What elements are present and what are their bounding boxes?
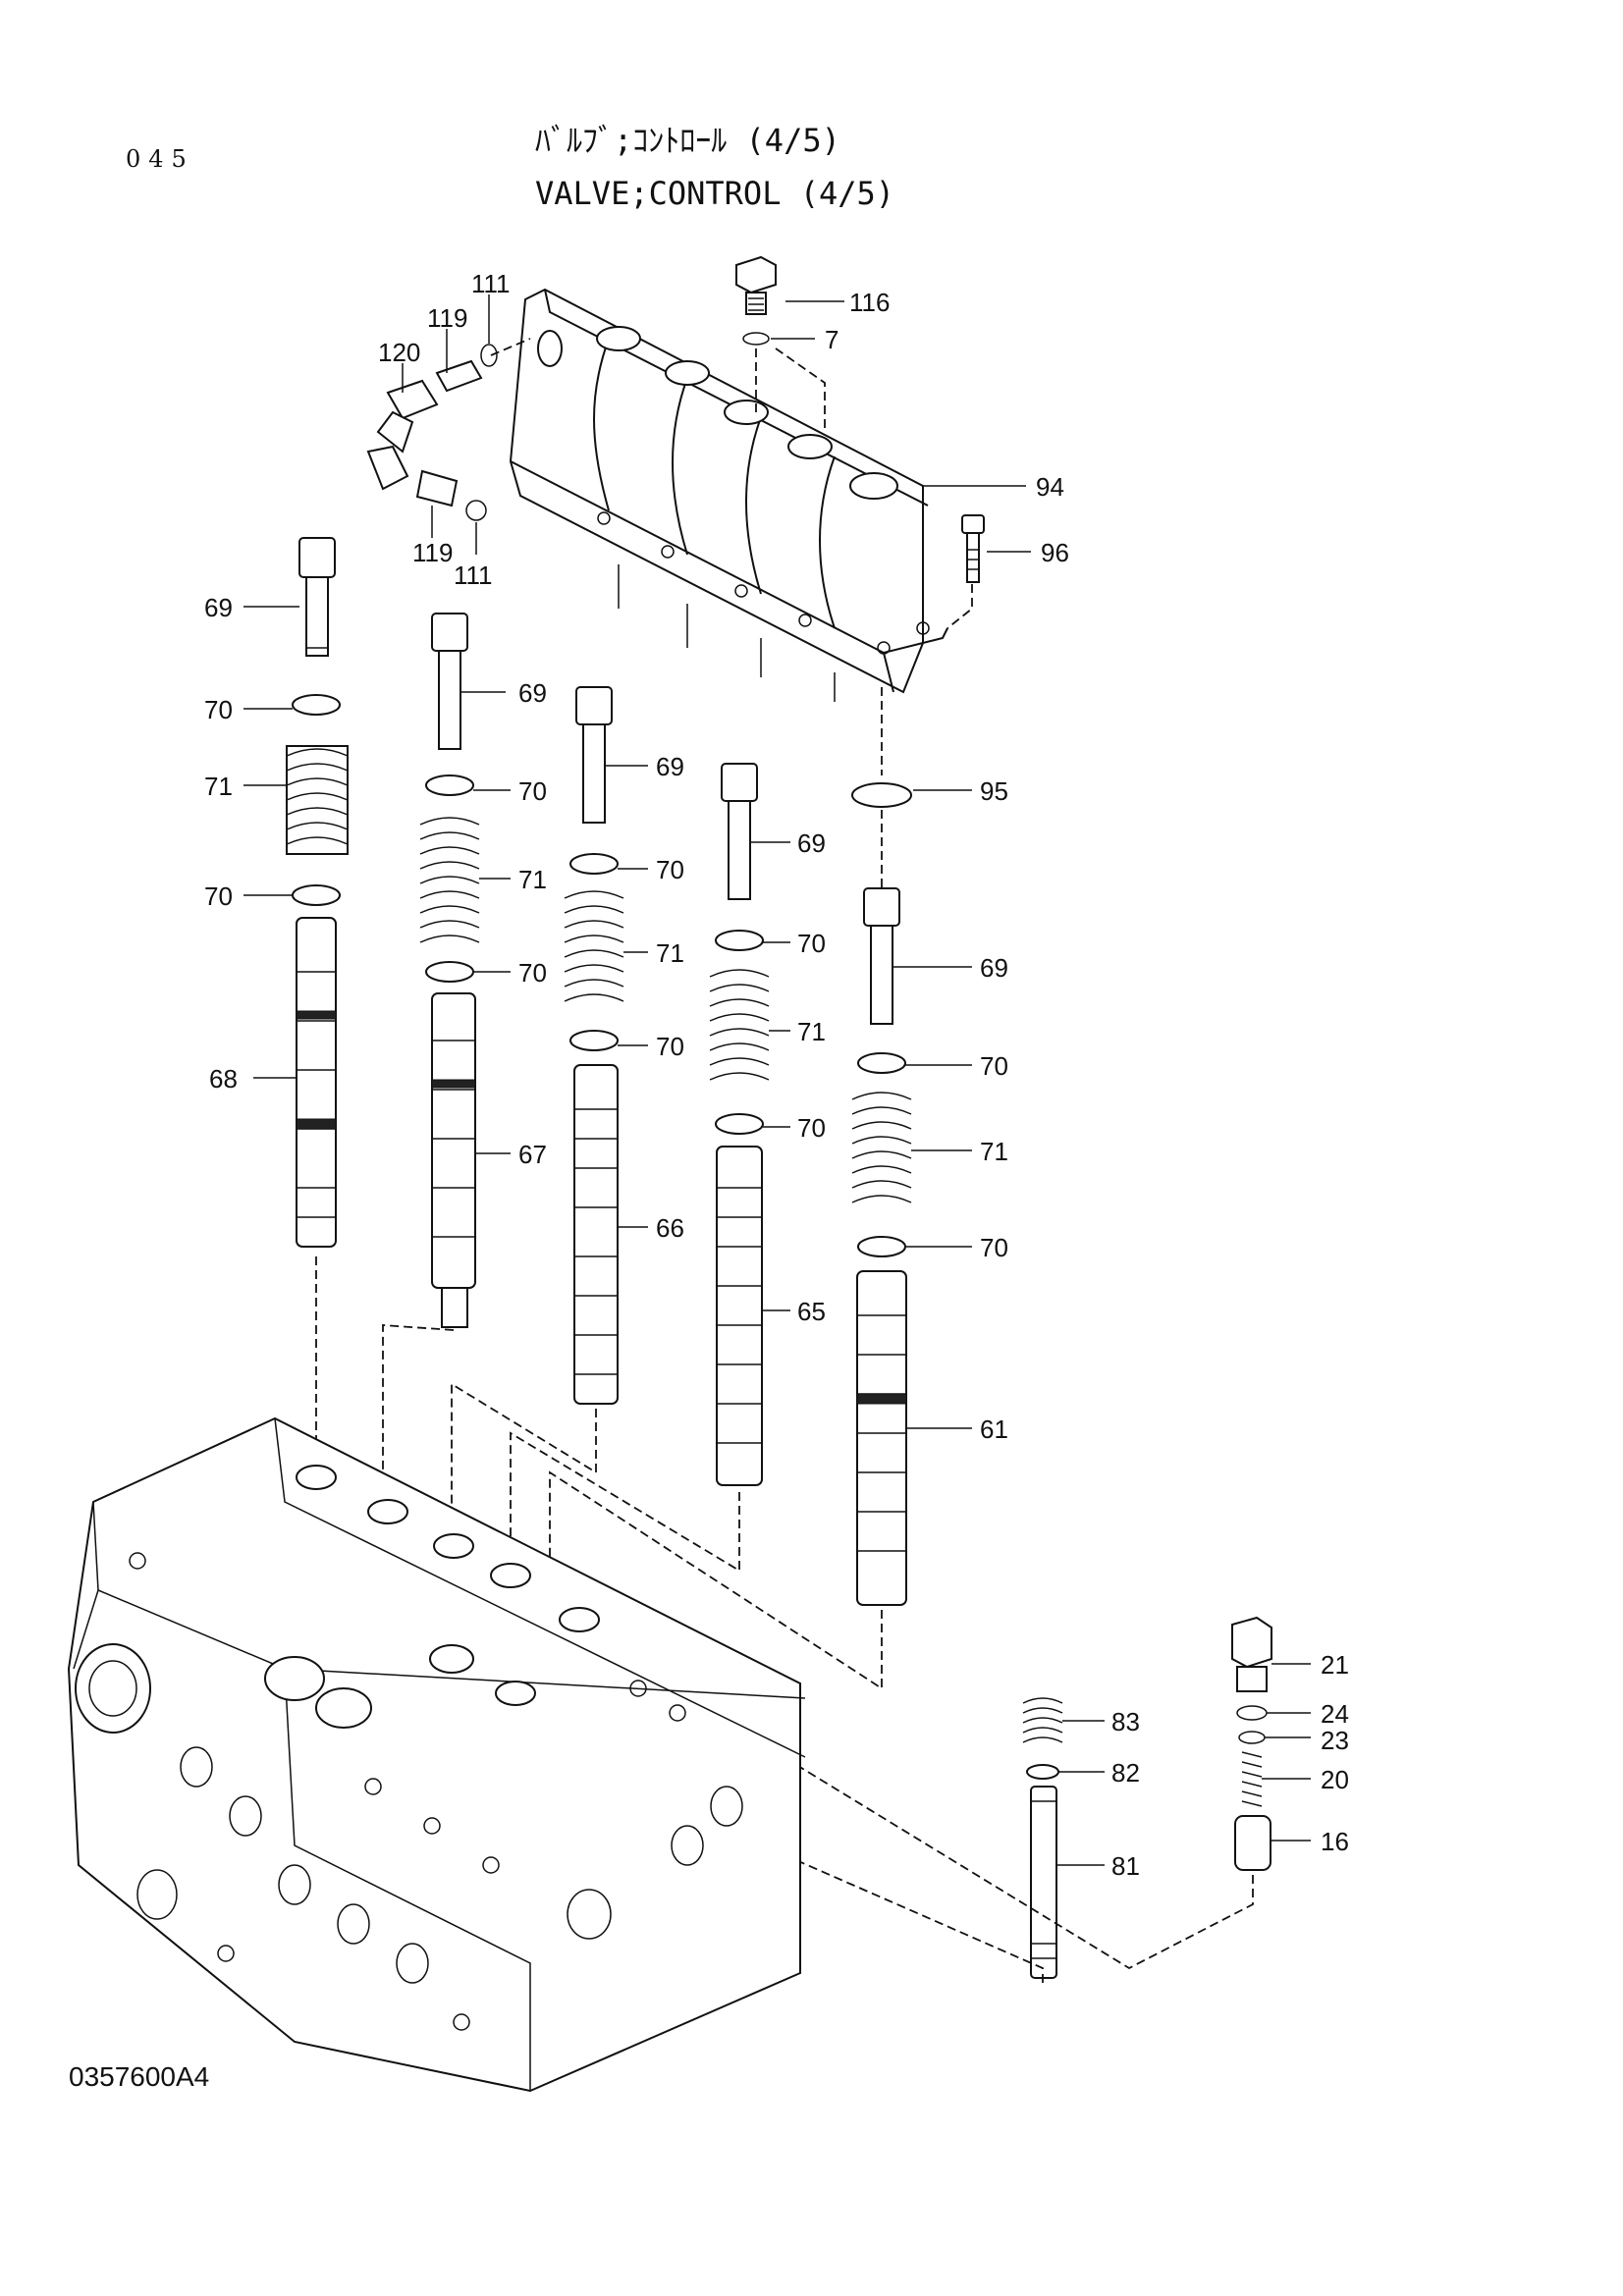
spool-stack-4: [510, 763, 770, 1573]
callout-83: 83: [1111, 1707, 1140, 1736]
oring-95: [851, 782, 912, 808]
spool-stack-3: [451, 686, 624, 1526]
callout-94: 94: [1036, 472, 1064, 502]
stack5-callout-70a: 70: [980, 1051, 1008, 1081]
callout-111-lower: 111: [454, 561, 493, 590]
stack4-callout-71: 71: [797, 1017, 826, 1046]
stack3-callout-70b: 70: [656, 1032, 684, 1061]
callout-119-upper: 119: [427, 303, 467, 333]
callout-81: 81: [1111, 1851, 1140, 1881]
callout-120: 120: [378, 338, 420, 367]
callout-96: 96: [1041, 538, 1069, 567]
page-number: 045: [126, 145, 194, 173]
stack1-callout-69: 69: [204, 593, 233, 622]
screw-96: [961, 514, 985, 583]
callout-116: 116: [849, 288, 890, 317]
callout-16: 16: [1321, 1827, 1349, 1856]
stack3-callout-69: 69: [656, 752, 684, 781]
stack5-callout-61: 61: [980, 1415, 1008, 1444]
stack2-callout-70b: 70: [518, 958, 547, 988]
callout-20: 20: [1321, 1765, 1349, 1794]
stack3-callout-71: 71: [656, 938, 684, 968]
stack2-callout-69: 69: [518, 678, 547, 708]
valve-body: [67, 1416, 806, 2093]
stack4-callout-69: 69: [797, 828, 826, 858]
stack4-callout-70a: 70: [797, 929, 826, 958]
oring-111-upper: [480, 344, 498, 367]
stack3-callout-70a: 70: [656, 855, 684, 884]
callout-24: 24: [1321, 1699, 1349, 1729]
callout-labels: 116 7 94 96 95 111 119 120 119 111 69 70…: [204, 269, 1349, 1881]
stack1-callout-70a: 70: [204, 695, 233, 724]
title-japanese: ﾊﾞﾙﾌﾞ;ｺﾝﾄﾛｰﾙ (4/5): [535, 122, 840, 159]
leader-lines: [243, 294, 1311, 1866]
drawing-code: 0357600A4: [69, 2061, 210, 2092]
callout-95: 95: [980, 776, 1008, 806]
spool-stack-5: [549, 887, 912, 1690]
stack4-callout-70b: 70: [797, 1113, 826, 1143]
callout-7: 7: [825, 325, 839, 354]
bolt-116: [735, 255, 777, 315]
stack2-callout-71: 71: [518, 865, 547, 894]
oring-111-lower: [465, 500, 487, 521]
stack3-callout-66: 66: [656, 1213, 684, 1243]
stack2-callout-70a: 70: [518, 776, 547, 806]
callout-82: 82: [1111, 1758, 1140, 1788]
stack1-callout-70b: 70: [204, 881, 233, 911]
stack5-callout-71: 71: [980, 1137, 1008, 1166]
callout-119-lower: 119: [412, 538, 453, 567]
fitting-assembly: [366, 338, 531, 521]
stack1-callout-71: 71: [204, 772, 233, 801]
callout-23: 23: [1321, 1726, 1349, 1755]
spool-stack-2: [382, 613, 480, 1502]
valve-cover: [509, 288, 948, 702]
washer-7: [742, 332, 770, 346]
plug-21-assembly: [686, 1616, 1272, 1970]
callout-111-upper: 111: [471, 269, 511, 298]
stack5-callout-69: 69: [980, 953, 1008, 983]
stack2-callout-67: 67: [518, 1140, 547, 1169]
spool-stack-1: [286, 537, 349, 1482]
stack1-callout-68: 68: [209, 1064, 238, 1094]
callout-21: 21: [1321, 1650, 1349, 1680]
stack4-callout-65: 65: [797, 1297, 826, 1326]
title-english: VALVE;CONTROL (4/5): [535, 175, 895, 212]
stack5-callout-70b: 70: [980, 1233, 1008, 1262]
